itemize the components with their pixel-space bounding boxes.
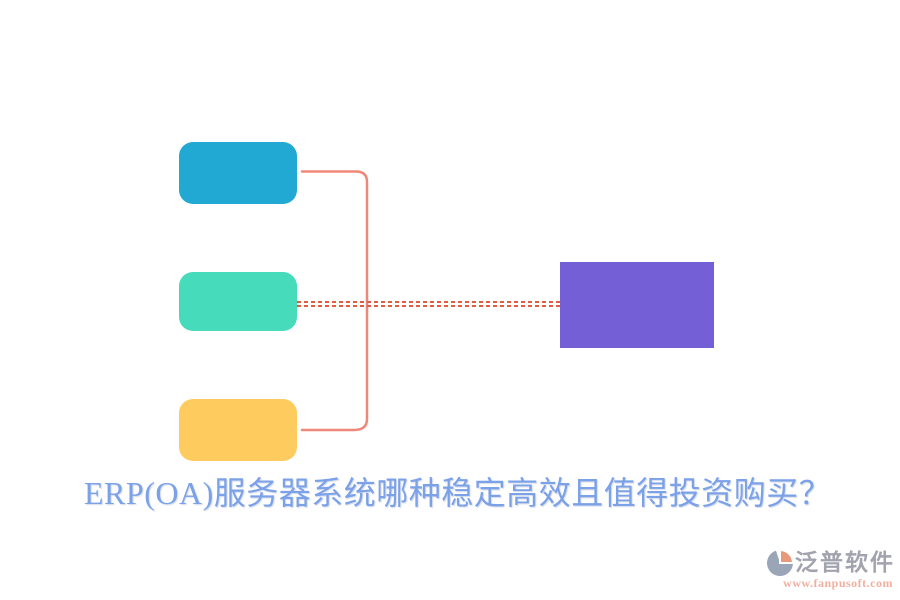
page-title: ERP(OA)服务器系统哪种稳定高效且值得投资购买？	[84, 475, 832, 511]
node-top-blue	[179, 142, 297, 204]
node-middle-green	[179, 272, 297, 331]
fanpu-logo-orange-part	[779, 550, 793, 564]
watermark: 泛普软件 www.fanpusoft.com	[735, 550, 895, 590]
brand-name: 泛普软件	[795, 550, 895, 575]
node-result-purple	[560, 262, 714, 348]
brand-url: www.fanpusoft.com	[783, 576, 893, 590]
fanpu-logo-icon	[767, 550, 793, 576]
dotted-connector	[297, 301, 560, 307]
node-bottom-yellow	[179, 399, 297, 461]
